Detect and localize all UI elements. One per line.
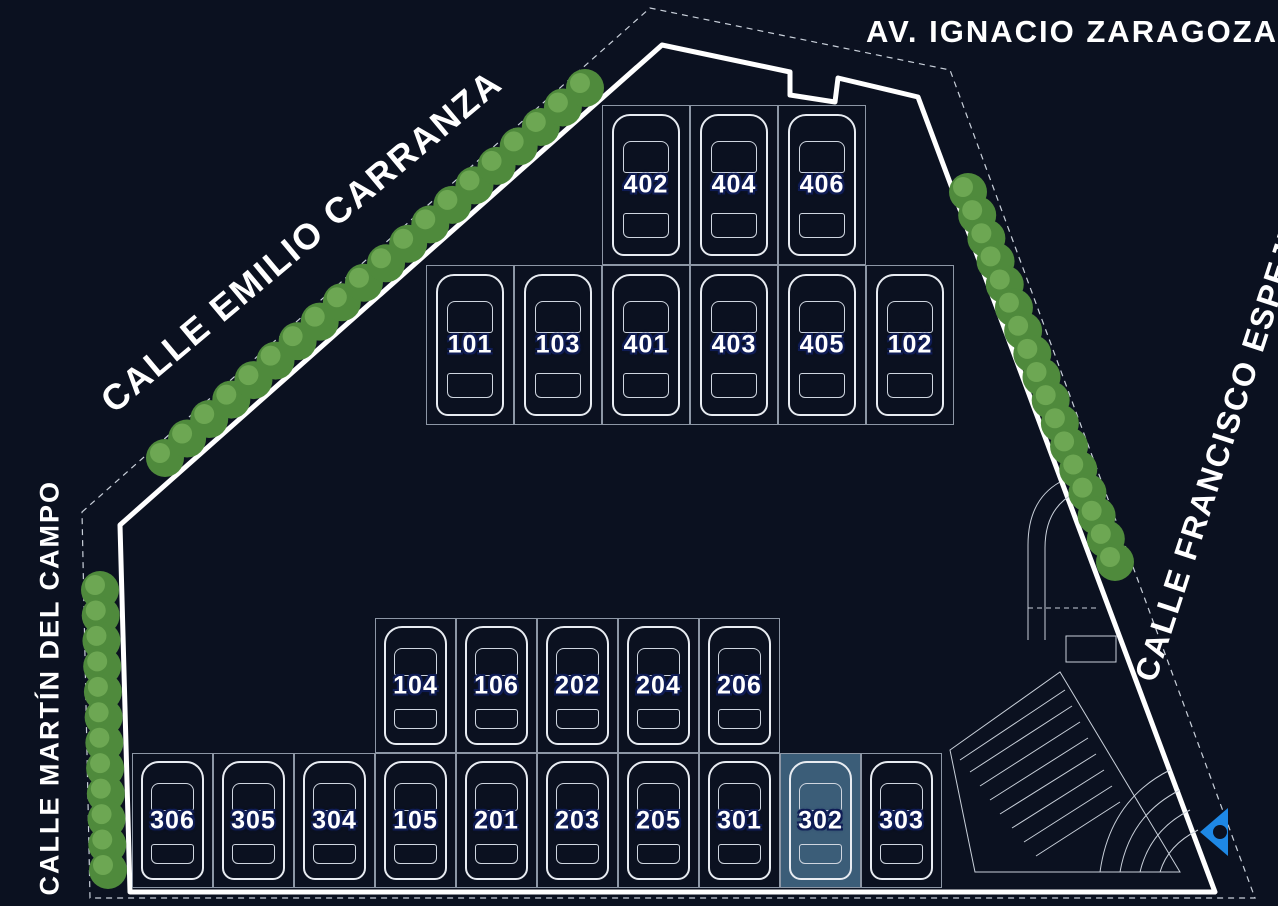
- parking-space-number: 404: [711, 170, 757, 199]
- parking-space-102[interactable]: 102: [866, 265, 954, 425]
- parking-space-number: 103: [535, 330, 581, 359]
- car-icon: [707, 625, 772, 746]
- car-icon: [545, 760, 610, 881]
- lot-outline: [117, 42, 1218, 895]
- parking-space-number: 305: [231, 806, 276, 834]
- car-icon: [611, 273, 681, 417]
- parking-space-number: 105: [393, 806, 438, 834]
- parking-space-303[interactable]: 303: [861, 753, 942, 888]
- car-icon: [707, 760, 772, 881]
- car-icon: [383, 625, 448, 746]
- car-icon: [140, 760, 205, 881]
- parking-space-405[interactable]: 405: [778, 265, 866, 425]
- car-icon: [221, 760, 286, 881]
- trees: [81, 69, 1134, 889]
- parking-space-number: 304: [312, 806, 357, 834]
- parking-space-202[interactable]: 202: [537, 618, 618, 753]
- car-icon: [611, 113, 681, 257]
- parking-space-number: 102: [887, 330, 933, 359]
- street-label-west: CALLE MARTÍN DEL CAMPO: [34, 480, 65, 896]
- parking-space-number: 206: [717, 671, 762, 699]
- parking-space-104[interactable]: 104: [375, 618, 456, 753]
- parking-space-403[interactable]: 403: [690, 265, 778, 425]
- car-icon: [626, 760, 691, 881]
- parking-space-404[interactable]: 404: [690, 105, 778, 265]
- parking-space-number: 202: [555, 671, 600, 699]
- parking-space-number: 203: [555, 806, 600, 834]
- parking-space-number: 204: [636, 671, 681, 699]
- parking-space-number: 303: [879, 806, 924, 834]
- tree-icon: [566, 69, 604, 107]
- car-icon: [869, 760, 934, 881]
- parking-space-number: 201: [474, 806, 519, 834]
- parking-space-302[interactable]: 302: [780, 753, 861, 888]
- car-icon: [699, 113, 769, 257]
- parking-space-106[interactable]: 106: [456, 618, 537, 753]
- parking-space-number: 306: [150, 806, 195, 834]
- parking-space-number: 106: [474, 671, 519, 699]
- parking-space-305[interactable]: 305: [213, 753, 294, 888]
- parking-space-103[interactable]: 103: [514, 265, 602, 425]
- parking-space-number: 205: [636, 806, 681, 834]
- parking-space-204[interactable]: 204: [618, 618, 699, 753]
- parking-space-402[interactable]: 402: [602, 105, 690, 265]
- parking-space-number: 104: [393, 671, 438, 699]
- car-icon: [523, 273, 593, 417]
- parking-space-number: 405: [799, 330, 845, 359]
- parking-space-number: 406: [799, 170, 845, 199]
- car-icon: [699, 273, 769, 417]
- car-icon: [435, 273, 505, 417]
- parking-space-number: 401: [623, 330, 669, 359]
- car-icon: [383, 760, 448, 881]
- parking-space-105[interactable]: 105: [375, 753, 456, 888]
- parking-space-205[interactable]: 205: [618, 753, 699, 888]
- tree-icon: [89, 851, 127, 889]
- parking-space-306[interactable]: 306: [132, 753, 213, 888]
- parking-space-number: 302: [798, 806, 843, 834]
- parking-space-206[interactable]: 206: [699, 618, 780, 753]
- ramp-structure: [949, 481, 1199, 873]
- parking-space-number: 301: [717, 806, 762, 834]
- car-icon: [787, 113, 857, 257]
- street-label-north: AV. IGNACIO ZARAGOZA: [866, 14, 1278, 49]
- car-icon: [464, 760, 529, 881]
- parking-space-101[interactable]: 101: [426, 265, 514, 425]
- parking-space-401[interactable]: 401: [602, 265, 690, 425]
- parking-space-number: 402: [623, 170, 669, 199]
- parking-space-301[interactable]: 301: [699, 753, 780, 888]
- parking-space-304[interactable]: 304: [294, 753, 375, 888]
- car-icon: [464, 625, 529, 746]
- car-icon: [545, 625, 610, 746]
- car-icon: [626, 625, 691, 746]
- tree-icon: [1096, 543, 1134, 581]
- car-icon: [787, 273, 857, 417]
- parking-space-406[interactable]: 406: [778, 105, 866, 265]
- car-icon: [788, 760, 853, 881]
- parking-space-number: 101: [447, 330, 493, 359]
- entrance-arrow-icon: [1200, 808, 1228, 856]
- parking-space-201[interactable]: 201: [456, 753, 537, 888]
- car-icon: [302, 760, 367, 881]
- parking-space-number: 403: [711, 330, 757, 359]
- car-icon: [875, 273, 945, 417]
- parking-space-203[interactable]: 203: [537, 753, 618, 888]
